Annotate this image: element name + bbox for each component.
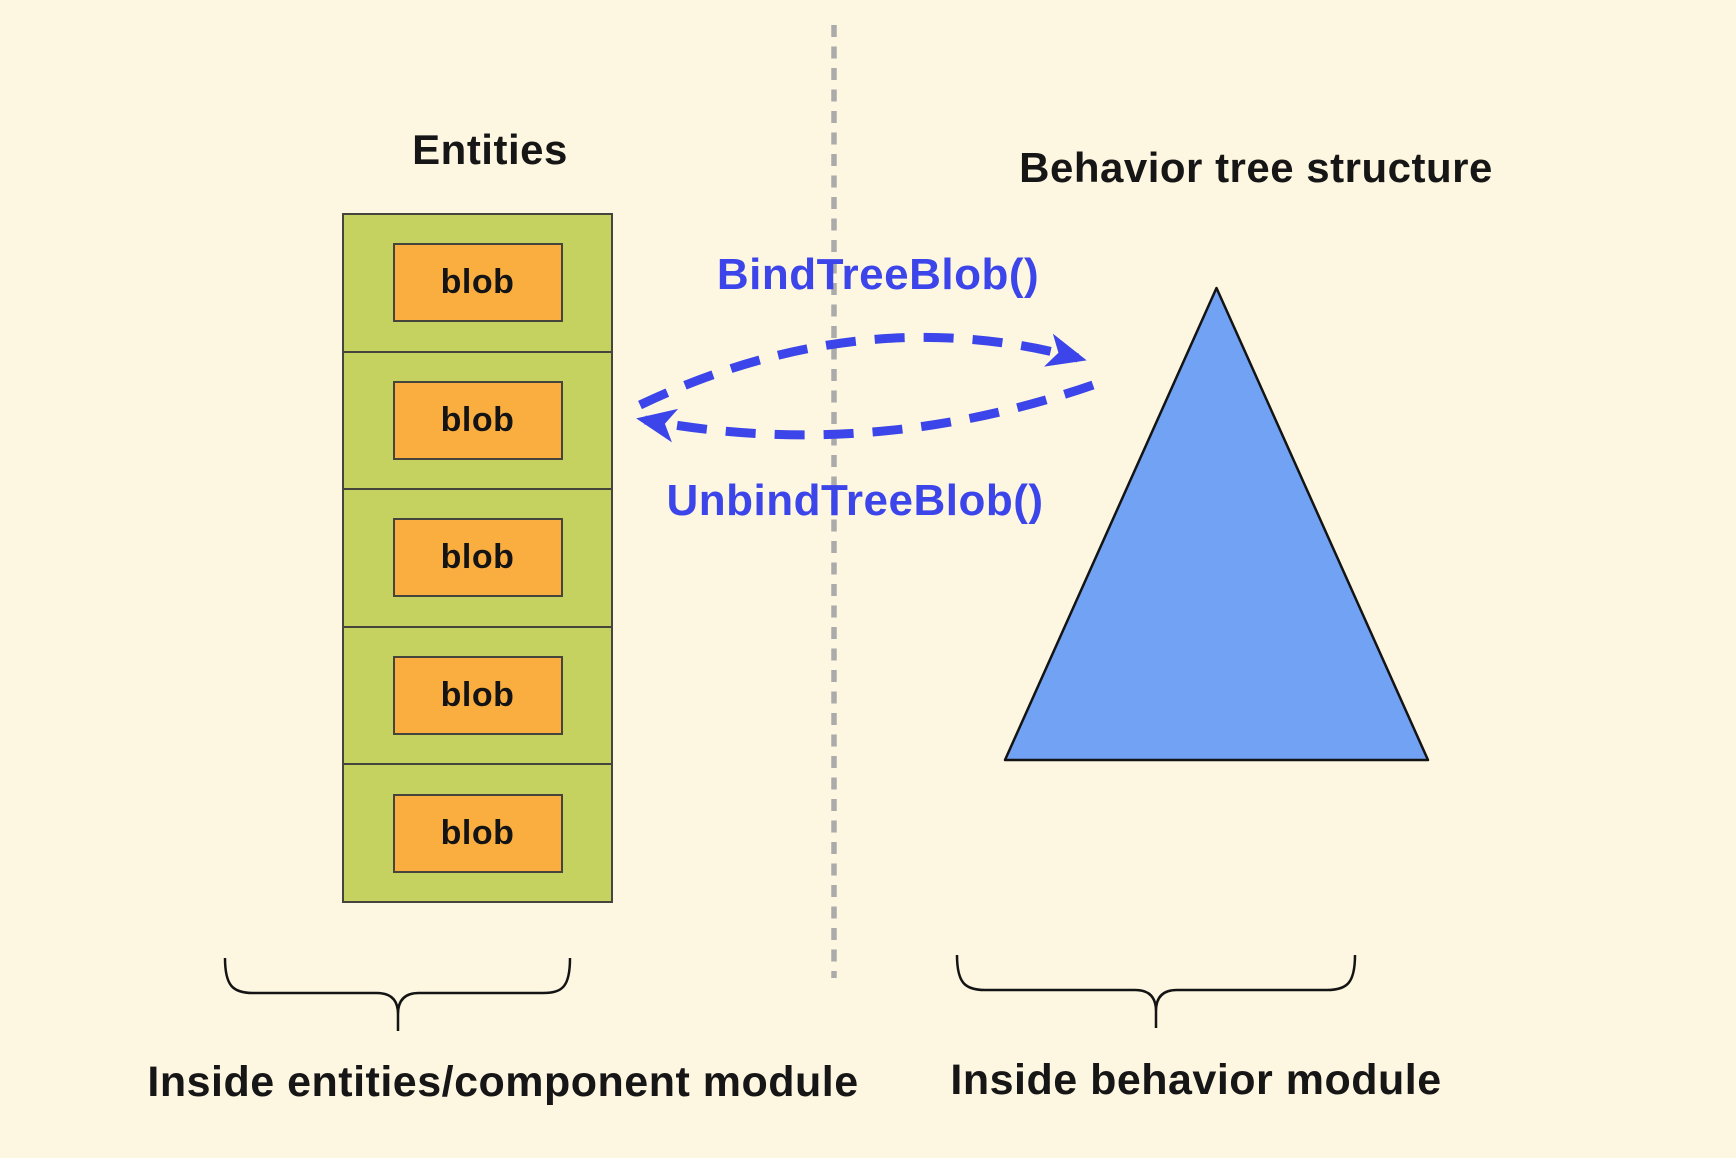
unbind-arrow [636, 380, 1095, 443]
blob-label: blob [440, 263, 515, 302]
bind-tree-blob-label: BindTreeBlob() [716, 250, 1040, 299]
behavior-tree-title: Behavior tree structure [1019, 144, 1493, 191]
entity-cell: blob [344, 763, 611, 901]
unbind-tree-blob-label: UnbindTreeBlob() [666, 476, 1044, 525]
blob-box: blob [392, 793, 563, 873]
blob-box: blob [392, 243, 563, 323]
blob-label: blob [440, 538, 515, 577]
behavior-module-caption: Inside behavior module [950, 1056, 1442, 1104]
entities-title: Entities [412, 126, 568, 173]
blob-box: blob [392, 380, 563, 460]
entity-cell: blob [344, 488, 611, 626]
behavior-brace [955, 954, 1357, 1028]
blob-label: blob [440, 676, 515, 715]
blob-box: blob [392, 656, 563, 736]
blob-label: blob [440, 400, 515, 439]
entities-stack: blob blob blob blob blob [342, 213, 613, 903]
entities-brace [223, 957, 572, 1031]
blob-label: blob [440, 813, 515, 852]
entities-module-caption: Inside entities/component module [147, 1058, 859, 1106]
entity-cell: blob [344, 350, 611, 489]
bind-arrow [638, 332, 1087, 410]
entity-cell: blob [344, 625, 611, 764]
behavior-tree-triangle [1003, 286, 1430, 762]
entity-cell: blob [344, 215, 611, 351]
blob-box: blob [392, 518, 563, 598]
